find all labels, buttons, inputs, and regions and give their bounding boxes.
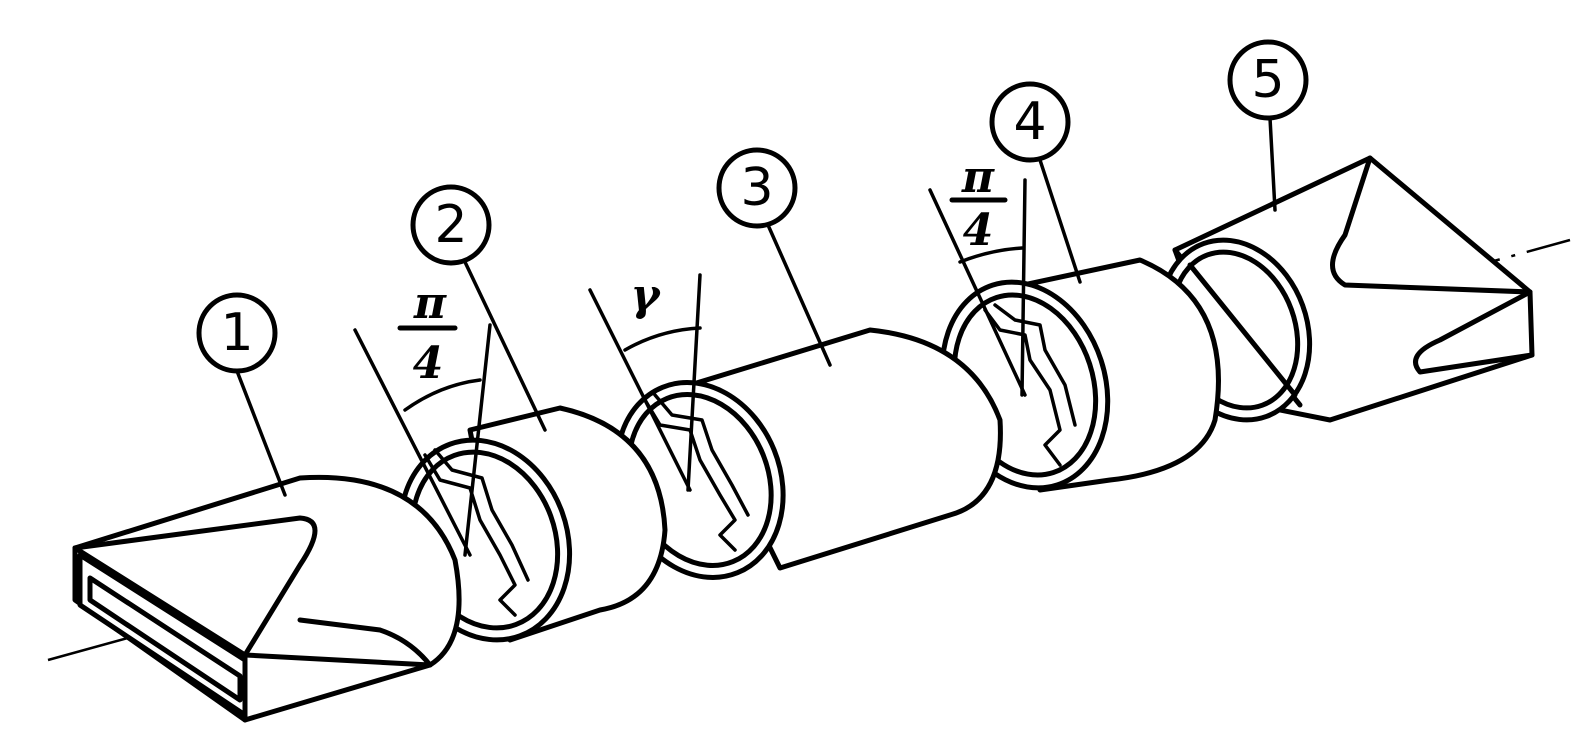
callout-3: 3: [716, 147, 832, 367]
angle-label-right-pi: π: [961, 152, 995, 203]
callout-3-label: 3: [740, 158, 773, 218]
angle-annotation-right: [928, 178, 1027, 397]
callout-4: 4: [989, 81, 1082, 284]
callout-5-label: 5: [1251, 50, 1284, 110]
callout-5: 5: [1227, 39, 1309, 212]
callout-2-label: 2: [434, 195, 467, 255]
component-4-rotator: [939, 257, 1221, 493]
angle-label-right-den: 4: [963, 205, 994, 256]
angle-label-gamma: γ: [630, 270, 661, 321]
callout-1: 1: [196, 292, 287, 497]
callout-4-label: 4: [1013, 92, 1046, 152]
angle-label-left-den: 4: [413, 338, 444, 389]
angle-annotation-mid: [588, 273, 702, 492]
callout-2: 2: [410, 184, 547, 432]
angle-annotation-left: [353, 323, 492, 557]
component-1-rect-transition: [72, 474, 462, 723]
callout-1-label: 1: [220, 303, 253, 363]
component-2-rotator: [397, 405, 668, 643]
angle-label-left-pi: π: [413, 278, 447, 329]
